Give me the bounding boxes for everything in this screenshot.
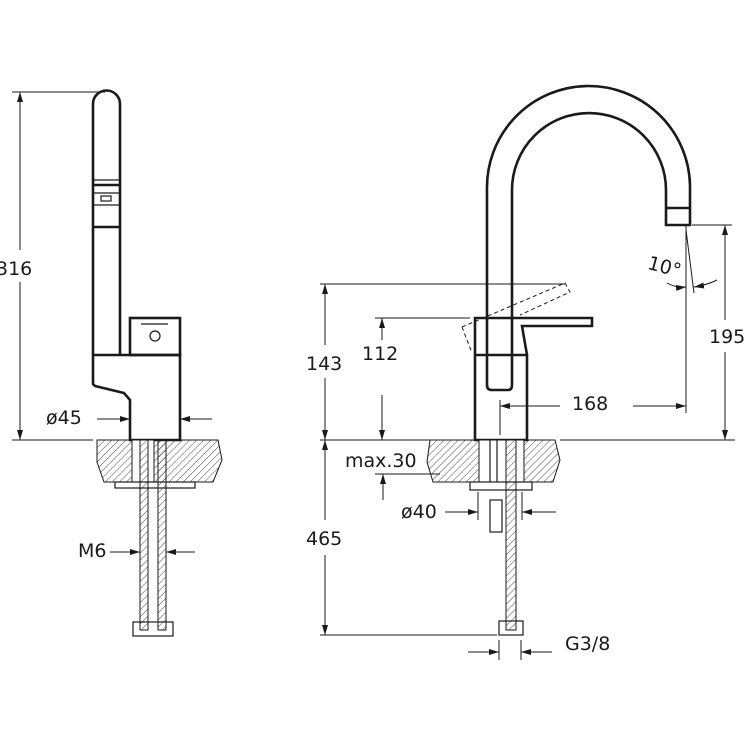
front-lever bbox=[473, 316, 594, 356]
dim-angle-10: 10° bbox=[645, 252, 683, 282]
dim-g3-8: G3/8 bbox=[565, 633, 610, 655]
front-view: 143 112 168 195 10° max.30 ø40 465 G3/8 bbox=[306, 84, 745, 660]
front-spout bbox=[485, 84, 692, 355]
front-hose-nut bbox=[498, 620, 524, 636]
dim-168: 168 bbox=[572, 393, 608, 415]
side-aerator bbox=[93, 179, 120, 229]
dim-143: 143 bbox=[306, 353, 342, 375]
front-body bbox=[473, 353, 529, 442]
side-hose-left bbox=[139, 439, 149, 631]
angle-line bbox=[685, 229, 695, 294]
side-spout bbox=[91, 89, 122, 355]
front-hose bbox=[505, 439, 517, 631]
dim-diameter-40: ø40 bbox=[401, 501, 437, 523]
dim-m6: M6 bbox=[78, 540, 106, 562]
side-hose-nuts bbox=[132, 621, 174, 637]
fixing-rod bbox=[489, 499, 503, 533]
dim-diameter-45: ø45 bbox=[46, 407, 82, 429]
lever-open-position bbox=[461, 282, 571, 354]
dim-112: 112 bbox=[362, 343, 398, 365]
handle-indicator bbox=[149, 330, 161, 342]
side-body bbox=[91, 353, 182, 442]
side-handle bbox=[128, 316, 182, 357]
side-hose-right bbox=[157, 439, 167, 631]
side-view: 316 ø45 M6 bbox=[0, 89, 223, 637]
dim-465: 465 bbox=[306, 528, 342, 550]
dim-max-30: max.30 bbox=[345, 450, 417, 472]
dim-195: 195 bbox=[709, 326, 745, 348]
dim-316: 316 bbox=[0, 258, 32, 280]
